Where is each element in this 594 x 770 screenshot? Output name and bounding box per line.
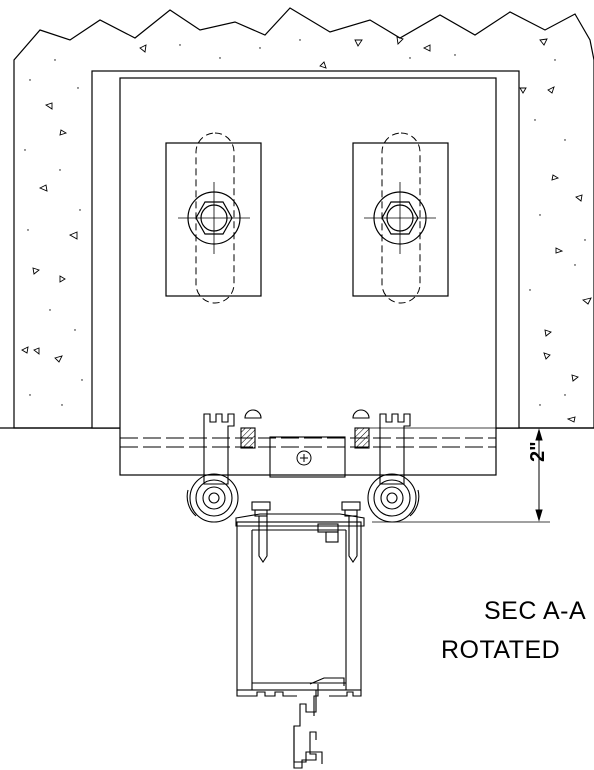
carrier-plate	[235, 501, 365, 563]
dimension-label: 2"	[527, 441, 549, 462]
dimension-2in	[368, 427, 560, 523]
aggregate-triangles	[21, 36, 592, 423]
section-subtitle: ROTATED	[441, 636, 561, 664]
sand-dots	[24, 39, 586, 406]
hanger-wheel-left	[186, 409, 262, 523]
section-title: SEC A-A	[484, 597, 587, 625]
mounting-plate	[119, 77, 497, 476]
door-frame-profile	[236, 521, 362, 769]
slot-bracket-right	[352, 132, 449, 304]
slot-bracket-left	[165, 132, 262, 304]
track-rail	[120, 436, 496, 478]
